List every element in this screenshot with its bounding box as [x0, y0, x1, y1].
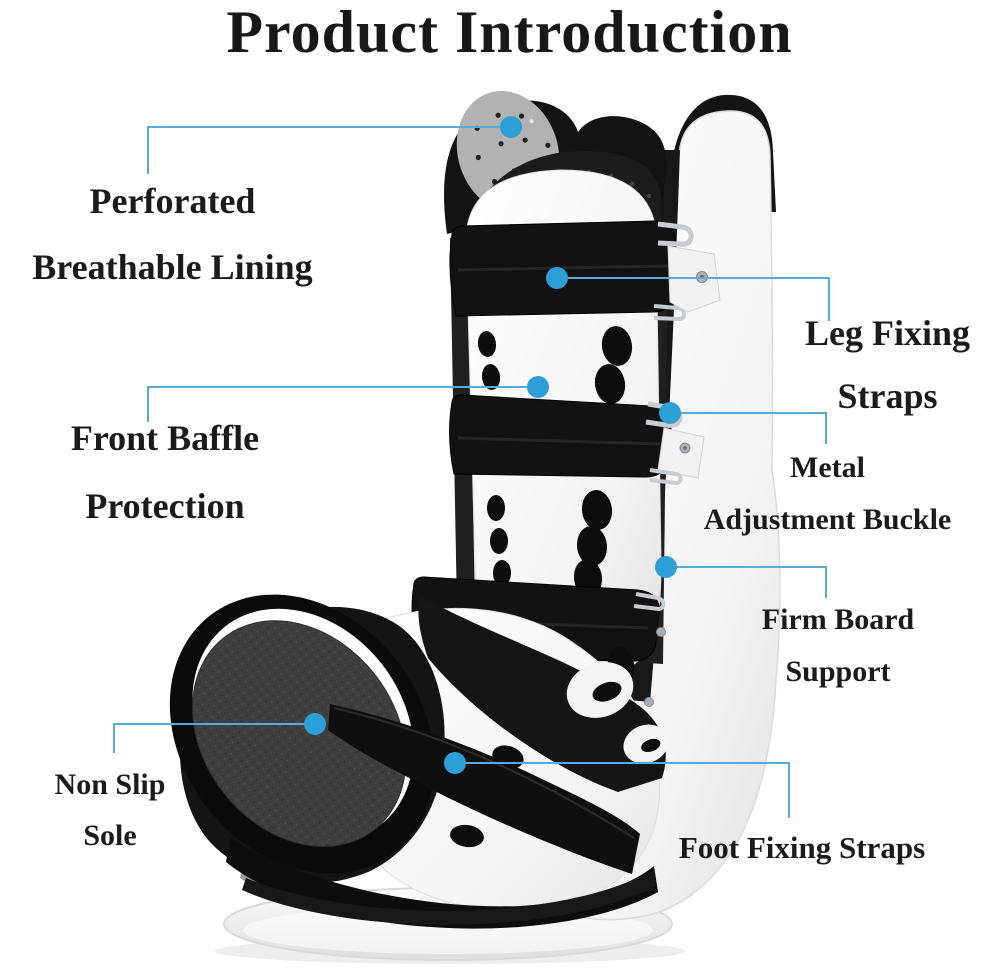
outsole-edge — [242, 870, 656, 925]
metal-buckle — [657, 221, 694, 247]
metal-buckle — [633, 592, 666, 612]
ankle-shell-window — [623, 724, 669, 764]
metal-buckle — [653, 304, 686, 322]
metal-buckle — [649, 468, 683, 486]
buckle-tab — [657, 427, 705, 479]
foot-strap-upper — [328, 704, 640, 874]
leg-strap-middle — [449, 394, 705, 486]
ankle-padding — [418, 596, 666, 792]
baffle-vent-holes — [477, 326, 633, 597]
non-slip-sole-pad — [169, 594, 435, 874]
page-title: Product Introduction — [226, 0, 793, 65]
walker-boot — [169, 91, 781, 964]
foot-strap-seam — [333, 707, 635, 839]
rivet — [644, 697, 654, 707]
ankle-shell-window — [566, 662, 634, 718]
rivet — [656, 627, 666, 637]
buckle-tab — [667, 245, 721, 313]
